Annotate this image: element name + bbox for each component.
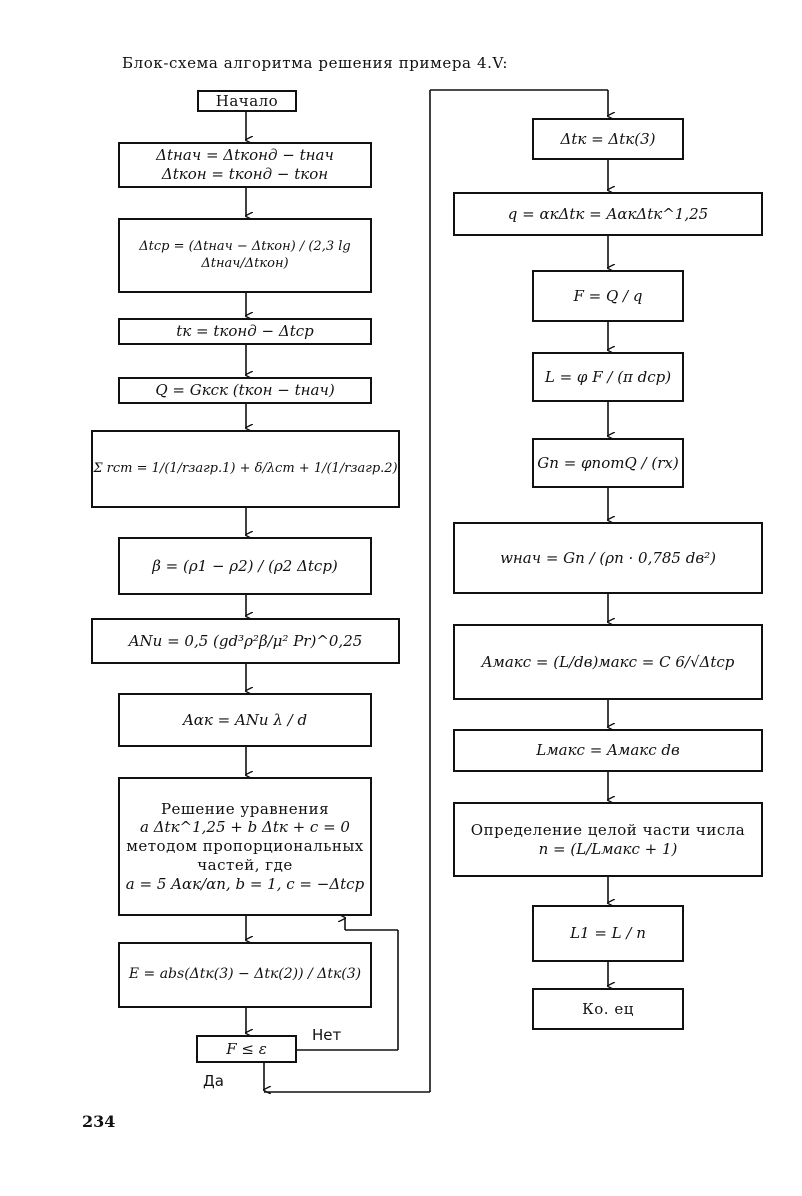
mean-temp-diff-block: Δtср = (Δtнач − Δtкон) / (2,3 lg Δtнач/Δ… xyxy=(118,218,372,293)
wall-temp-block: tк = tконд − Δtср xyxy=(118,318,372,345)
beta-formula: β = (ρ1 − ρ2) / (ρ2 Δtср) xyxy=(152,556,338,575)
error-block: E = abs(Δtк(3) − Δtк(2)) / Δtк(3) xyxy=(118,942,372,1008)
initial-velocity-formula: wнач = Gп / (ρп · 0,785 dв²) xyxy=(500,548,716,567)
equation-method: методом пропорциональных xyxy=(126,837,364,856)
convergence-check-formula: F ≤ ε xyxy=(226,1039,267,1058)
integer-part-title: Определение целой части числа xyxy=(470,820,746,839)
heat-load-block: Q = Gкcк (tкон − tнач) xyxy=(118,377,372,404)
delta-t-start-formula: Δtнач = Δtконд − tнач xyxy=(156,146,334,165)
l1-block: L1 = L / n xyxy=(532,905,684,962)
delta-tk-formula: Δtк = Δtк(3) xyxy=(560,129,656,148)
a-alpha-formula: Aαк = ANu λ / d xyxy=(182,710,308,729)
end-label: Ко. ец xyxy=(582,999,634,1018)
page-number: 234 xyxy=(82,1112,116,1131)
wall-resistance-formula: Σ rст = 1/(1/rзагр.1) + δ/λст + 1/(1/rза… xyxy=(93,460,398,476)
length-formula: L = φ F / (π dср) xyxy=(544,367,672,386)
heat-flux-block: q = αкΔtк = AαкΔtк^1,25 xyxy=(453,192,763,236)
length-block: L = φ F / (π dср) xyxy=(532,352,684,402)
beta-block: β = (ρ1 − ρ2) / (ρ2 Δtср) xyxy=(118,537,372,595)
error-formula: E = abs(Δtк(3) − Δtк(2)) / Δtк(3) xyxy=(128,966,362,983)
delta-t-block: Δtнач = Δtконд − tнач Δtкон = tконд − tк… xyxy=(118,142,372,188)
delta-tk-block: Δtк = Δtк(3) xyxy=(532,118,684,160)
convergence-check-block: F ≤ ε xyxy=(196,1035,297,1063)
equation-where: частей, где xyxy=(197,855,293,874)
equation-formula: a Δtк^1,25 + b Δtк + c = 0 xyxy=(140,818,350,837)
heat-flux-formula: q = αкΔtк = AαкΔtк^1,25 xyxy=(507,204,709,223)
wall-temp-formula: tк = tконд − Δtср xyxy=(176,322,314,341)
equation-coefficients: a = 5 Aαк/αп, b = 1, c = −Δtср xyxy=(125,874,365,893)
mean-temp-diff-formula: Δtср = (Δtнач − Δtкон) / (2,3 lg Δtнач/Δ… xyxy=(139,239,351,271)
l-max-formula: Lмакс = Aмакс dв xyxy=(536,741,680,760)
equation-solve-title: Решение уравнения xyxy=(160,799,330,818)
no-label: Нет xyxy=(312,1026,342,1044)
area-formula: F = Q / q xyxy=(573,286,643,305)
end-block: Ко. ец xyxy=(532,988,684,1030)
steam-flow-block: Gп = φпотQ / (rx) xyxy=(532,438,684,488)
yes-label: Да xyxy=(203,1072,224,1090)
initial-velocity-block: wнач = Gп / (ρп · 0,785 dв²) xyxy=(453,522,763,594)
equation-solve-block: Решение уравнения a Δtк^1,25 + b Δtк + c… xyxy=(118,777,372,916)
a-max-block: Aмакс = (L/dв)макс = C 6/√Δtср xyxy=(453,624,763,700)
l-max-block: Lмакс = Aмакс dв xyxy=(453,729,763,772)
steam-flow-formula: Gп = φпотQ / (rx) xyxy=(537,453,679,472)
a-max-formula: Aмакс = (L/dв)макс = C 6/√Δtср xyxy=(481,652,735,671)
start-label: Начало xyxy=(215,91,279,110)
a-nu-block: ANu = 0,5 (gd³ρ²β/μ² Pr)^0,25 xyxy=(91,618,400,664)
area-block: F = Q / q xyxy=(532,270,684,322)
wall-resistance-block: Σ rст = 1/(1/rзагр.1) + δ/λст + 1/(1/rза… xyxy=(91,430,400,508)
a-nu-formula: ANu = 0,5 (gd³ρ²β/μ² Pr)^0,25 xyxy=(128,631,363,650)
l1-formula: L1 = L / n xyxy=(570,924,646,943)
heat-load-formula: Q = Gкcк (tкон − tнач) xyxy=(155,381,335,400)
delta-t-end-formula: Δtкон = tконд − tкон xyxy=(161,165,329,183)
a-alpha-block: Aαк = ANu λ / d xyxy=(118,693,372,747)
page-title: Блок-схема алгоритма решения примера 4.V… xyxy=(122,54,509,72)
start-block: Начало xyxy=(197,90,297,112)
integer-part-block: Определение целой части числа n = (L/Lма… xyxy=(453,802,763,877)
integer-part-formula: n = (L/Lмакс + 1) xyxy=(538,839,678,858)
